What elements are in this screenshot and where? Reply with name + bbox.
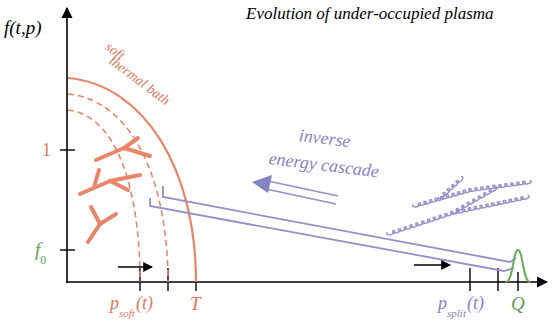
x-tick	[469, 268, 470, 291]
time-arrow	[414, 264, 450, 265]
hard-distribution-line	[163, 186, 516, 262]
tick-label-box: Q	[511, 294, 525, 313]
branch	[100, 214, 116, 224]
hard-distribution-line	[150, 198, 514, 271]
tick-label-box: (t)	[136, 294, 153, 312]
tick-label: T	[190, 293, 201, 314]
branch	[110, 175, 140, 181]
arrow-shaft	[266, 189, 336, 204]
subscript-box: split	[447, 304, 466, 320]
tick-label: (t)	[136, 293, 153, 313]
branch	[124, 138, 138, 148]
gluon-branching	[387, 176, 531, 234]
subscript: 0	[40, 253, 46, 267]
initial-peak	[506, 250, 530, 282]
tick-label: p	[110, 293, 119, 313]
y-axis	[66, 8, 68, 283]
gluon-coil	[438, 176, 462, 198]
x-tick	[497, 268, 498, 291]
tick-label: (t)	[467, 293, 484, 313]
gluon-coil	[387, 211, 453, 234]
x-tick	[517, 272, 518, 291]
subscript-box: soft	[119, 304, 135, 320]
branch	[96, 148, 124, 160]
process-label-box: inverse	[298, 126, 352, 150]
title-box: Evolution of under-occupied plasma	[246, 5, 494, 22]
time-arrow	[118, 266, 152, 267]
axis-label-box: f(t,p)	[4, 18, 41, 37]
branch	[94, 170, 99, 187]
soft-branching	[80, 138, 150, 242]
process-label: inverse	[298, 125, 352, 151]
cascade-arrow	[252, 175, 338, 204]
tick-label-box: f	[35, 240, 40, 259]
arrow-shaft	[268, 181, 338, 196]
subscript: split	[447, 307, 466, 319]
process-label: energy cascade	[268, 148, 380, 181]
x-axis	[66, 281, 547, 283]
region-label: thermal bath	[106, 53, 172, 108]
tick-label-box: (t)	[467, 294, 484, 312]
tick-label-box: p	[110, 294, 119, 312]
branch	[110, 181, 128, 190]
arrow-head	[252, 175, 272, 193]
tick-label: 1	[42, 140, 51, 160]
tick-label-box: T	[190, 294, 201, 313]
y-tick	[60, 149, 75, 150]
tick-label-box: 1	[42, 141, 51, 159]
process-label-box: energy cascade	[268, 149, 380, 180]
subscript-box: 0	[40, 251, 46, 267]
thermal-bath-curve-earlier	[68, 110, 140, 282]
subscript: soft	[119, 307, 135, 319]
tick-label: p	[438, 293, 447, 313]
gluon-coil	[469, 180, 531, 191]
region-label-box: thermal bath	[106, 52, 173, 108]
thermal-bath-curve-earlier	[68, 94, 168, 282]
axis-label: f(t,p)	[4, 17, 41, 38]
branch	[124, 148, 150, 156]
branch	[88, 224, 100, 242]
y-tick	[60, 249, 75, 250]
tick-label: f	[35, 239, 40, 260]
branch	[91, 207, 100, 224]
tick-label: Q	[511, 293, 525, 314]
tick-label-box: p	[438, 294, 447, 312]
title: Evolution of under-occupied plasma	[246, 4, 494, 23]
thermal-bath-curve	[68, 78, 196, 282]
